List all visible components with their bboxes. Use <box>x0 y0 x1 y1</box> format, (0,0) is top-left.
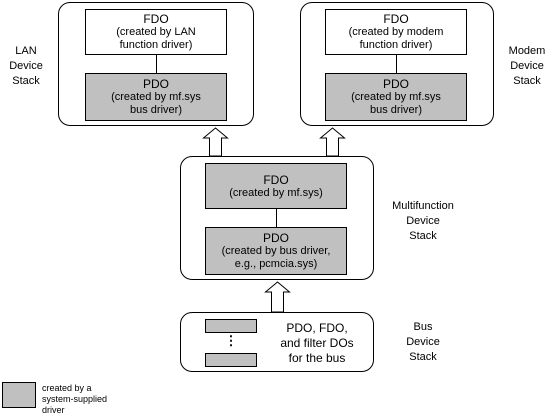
lan-pdo-desc: (created by mf.sys <box>111 91 201 103</box>
modem-fdo-desc: function driver) <box>359 39 433 51</box>
bus-ellipsis: ⋮ <box>224 333 238 348</box>
lan-pdo-title: PDO <box>142 77 169 91</box>
modem-stack-label: Modem Device Stack <box>500 44 554 89</box>
bus-object-box <box>205 353 257 367</box>
lan-fdo-desc: (created by LAN <box>116 26 196 38</box>
legend-text-line: driver <box>42 405 65 415</box>
lan-stack-label-line: Stack <box>12 75 40 87</box>
legend-text-line: created by a <box>42 383 92 393</box>
bus-stack-label-line: Bus <box>413 321 433 333</box>
mf-connector <box>276 209 277 227</box>
modem-stack-label-line: Modem <box>508 45 546 57</box>
bus-stack-label: Bus Device Stack <box>398 320 448 365</box>
modem-device-stack: FDO (created by modem function driver) P… <box>300 2 494 126</box>
up-arrow-icon <box>264 281 291 313</box>
legend-text: created by a system-supplied driver <box>42 383 132 416</box>
mf-fdo-title: FDO <box>263 172 289 187</box>
multifunction-stack-label-line: Device <box>406 215 440 227</box>
mf-fdo-desc: (created by mf.sys) <box>229 186 323 199</box>
up-arrow-icon <box>202 127 229 157</box>
lan-device-stack: FDO (created by LAN function driver) PDO… <box>58 2 254 126</box>
bus-text-line: for the bus <box>288 351 346 365</box>
modem-pdo-title: PDO <box>382 77 409 91</box>
bus-text-line: PDO, FDO, <box>286 321 348 335</box>
legend-swatch <box>2 382 36 408</box>
multifunction-stack-label-line: Multifunction <box>392 200 454 212</box>
up-arrow-icon <box>319 127 346 157</box>
lan-pdo-desc: bus driver) <box>130 104 182 116</box>
lan-connector <box>156 55 157 73</box>
lan-fdo-title: FDO <box>143 12 169 26</box>
mf-fdo-box: FDO (created by mf.sys) <box>205 163 347 209</box>
modem-stack-label-line: Stack <box>513 75 541 87</box>
modem-fdo-desc: (created by modem <box>348 26 444 38</box>
lan-stack-label-line: LAN <box>15 45 37 57</box>
bus-object-box <box>205 319 257 333</box>
lan-fdo-desc: function driver) <box>119 39 193 51</box>
modem-pdo-box: PDO (created by mf.sys bus driver) <box>325 73 467 121</box>
modem-connector <box>396 55 397 73</box>
multifunction-stack-label-line: Stack <box>409 230 437 242</box>
modem-pdo-desc: bus driver) <box>370 104 422 116</box>
modem-pdo-desc: (created by mf.sys <box>351 91 441 103</box>
lan-stack-label: LAN Device Stack <box>2 44 50 89</box>
mf-pdo-desc: e.g., pcmcia.sys) <box>234 258 318 270</box>
bus-stack-label-line: Stack <box>409 351 437 363</box>
bus-device-stack: ⋮ PDO, FDO, and filter DOs for the bus <box>180 312 374 372</box>
lan-stack-label-line: Device <box>9 60 43 72</box>
lan-fdo-box: FDO (created by LAN function driver) <box>85 9 227 55</box>
legend-text-line: system-supplied <box>42 394 108 404</box>
mf-pdo-title: PDO <box>262 231 289 245</box>
lan-pdo-box: PDO (created by mf.sys bus driver) <box>85 73 227 121</box>
mf-pdo-desc: (created by bus driver, <box>221 245 331 257</box>
multifunction-device-stack: FDO (created by mf.sys) PDO (created by … <box>180 156 374 280</box>
multifunction-stack-label: Multifunction Device Stack <box>378 199 468 244</box>
modem-stack-label-line: Device <box>510 60 544 72</box>
mf-pdo-box: PDO (created by bus driver, e.g., pcmcia… <box>205 227 347 275</box>
modem-fdo-box: FDO (created by modem function driver) <box>325 9 467 55</box>
bus-stack-label-line: Device <box>406 336 440 348</box>
bus-text-line: and filter DOs <box>280 336 354 350</box>
bus-text: PDO, FDO, and filter DOs for the bus <box>267 321 367 366</box>
modem-fdo-title: FDO <box>383 12 409 26</box>
